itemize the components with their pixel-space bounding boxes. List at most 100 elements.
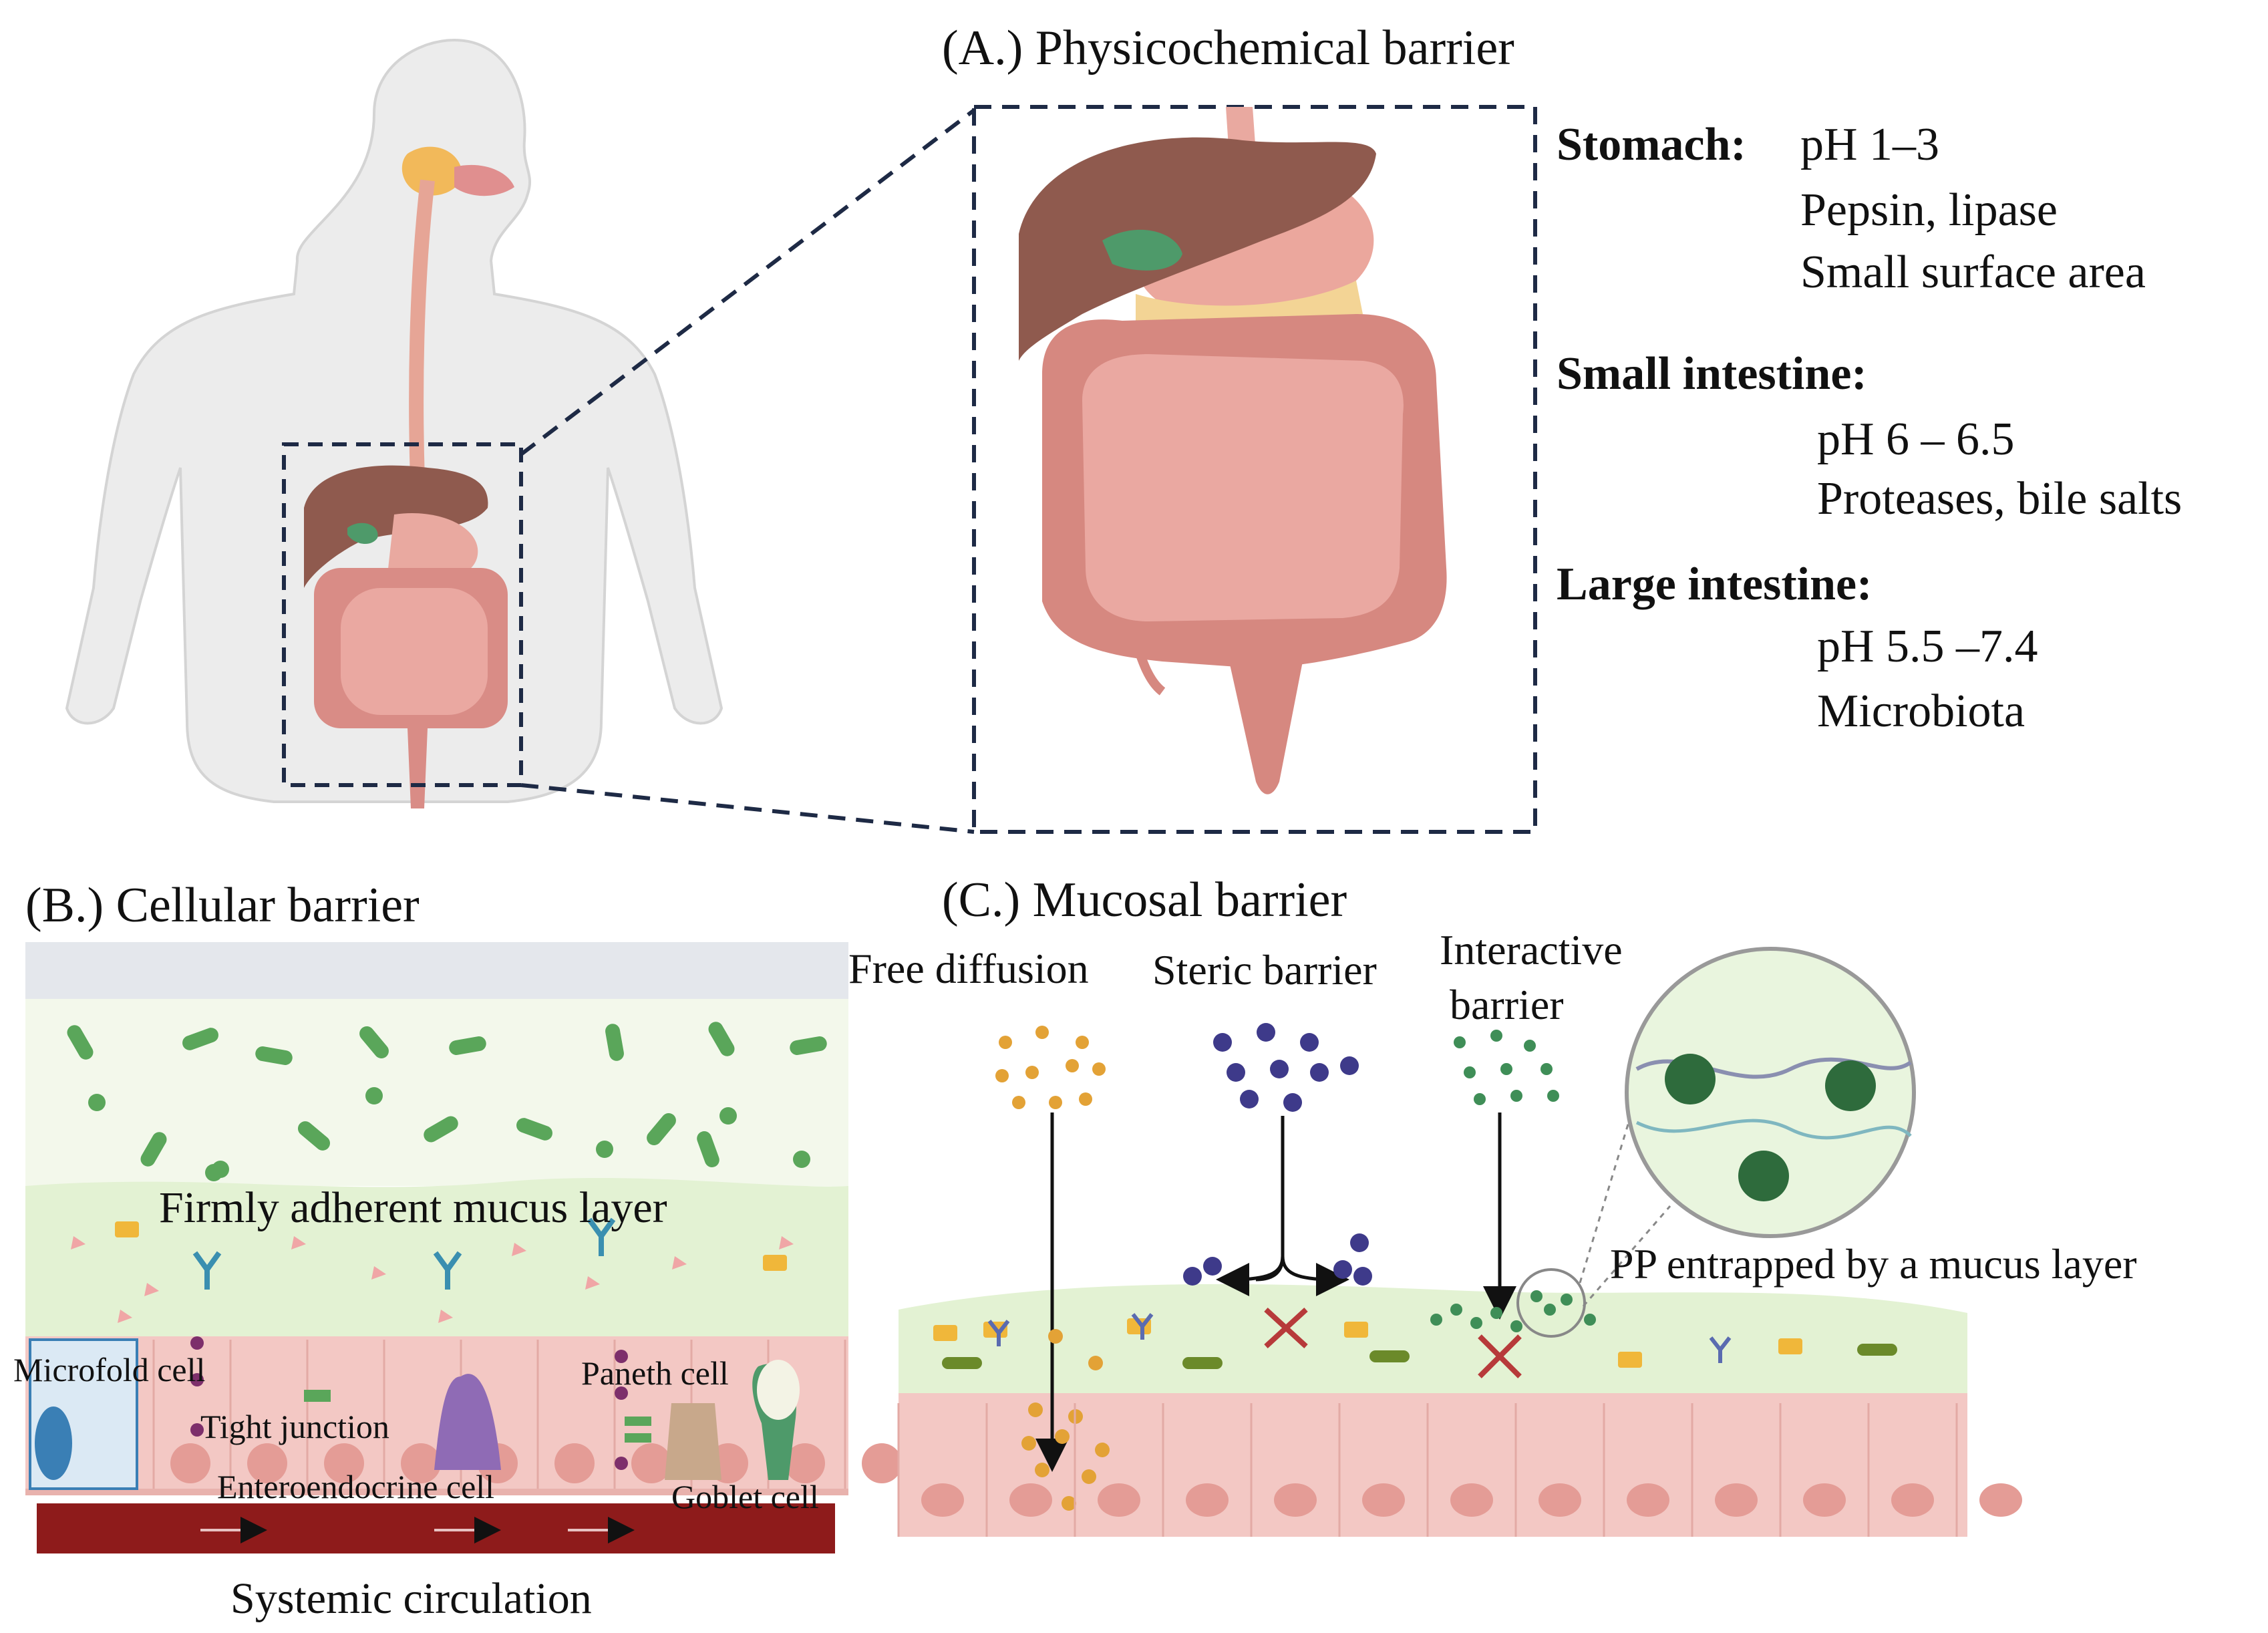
interactive-particle [1547,1090,1559,1102]
small-stomach [387,513,478,581]
bacterium-rod [697,1131,719,1167]
interactive-particle [1541,1063,1553,1075]
free-particle [1025,1066,1039,1079]
bacterium-rod [449,1036,486,1055]
stomach-line-3: Small surface area [1800,247,2146,298]
cell-nucleus-c [1715,1483,1758,1517]
free-particle [995,1069,1009,1082]
bacterium-rod [297,1121,331,1151]
small-small-intestine [341,588,488,715]
bacterium-rod [424,1116,458,1143]
bacterium-rod [790,1036,827,1055]
human-body-illustration [65,38,723,803]
bacterium-rod [605,1024,624,1061]
interactive-particle [1464,1066,1476,1078]
tight-junction-label: Tight junction [200,1408,389,1445]
cell-nucleus-c [1450,1483,1493,1517]
antimicrobial-peptide [672,1256,687,1270]
antimicrobial-peptide [291,1236,306,1249]
iga-molecule-c [933,1325,957,1341]
trapped-particle [1584,1314,1596,1326]
interactive-particle [1474,1093,1486,1105]
free-particle [1092,1062,1106,1076]
small-intestine-line-2: Proteases, bile salts [1817,473,2182,525]
steric-particle [1270,1060,1289,1078]
antimicrobial-peptide [585,1276,600,1290]
goblet-mucin-granules [757,1360,800,1420]
bacterium-coccus [719,1107,737,1125]
bacterium-rod [140,1132,167,1167]
cell-nucleus-c [1186,1483,1229,1517]
zoom-box-large [972,105,1537,834]
deflected-particle [1203,1257,1222,1276]
deflected-particle [1183,1267,1202,1286]
antimicrobial-peptide [371,1266,386,1280]
antibody-c [1709,1336,1732,1363]
bacterium-coccus [793,1151,810,1168]
large-intestine-heading: Large intestine: [1557,559,1873,610]
esophagus [409,179,435,482]
steric-particle [1257,1023,1275,1042]
mucin-strand-2 [1635,1119,1912,1140]
bacterium-rod [67,1025,94,1060]
free-particle [1066,1059,1079,1072]
panel-b-title: (B.) Cellular barrier [25,878,420,933]
cell-nucleus [631,1443,671,1483]
microfold-cell-label: Microfold cell [13,1351,206,1388]
bacterium-rod [255,1046,293,1065]
junction-dot [190,1423,204,1437]
goblet-cell-label: Goblet cell [671,1478,819,1515]
free-particle [999,1036,1012,1049]
paneth-cell-label: Paneth cell [581,1354,729,1392]
trapped-particle [1470,1317,1482,1329]
bacterium-rod [182,1028,218,1050]
steric-particle [1240,1090,1259,1108]
free-particle [1012,1096,1025,1109]
tight-junction-marker [304,1390,331,1402]
steric-particle [1213,1033,1232,1052]
free-particle [1076,1036,1089,1049]
interactive-particle [1500,1063,1512,1075]
tight-junction-marker [625,1417,651,1426]
junction-dot [615,1350,628,1363]
diffused-particle [1021,1436,1036,1451]
junction-dot [190,1336,204,1350]
junction-dot [615,1457,628,1470]
bacterium-c [1369,1350,1410,1362]
cell-nucleus [862,1443,902,1483]
antimicrobial-peptide [144,1283,159,1296]
zoom-connector-bottom [520,783,975,834]
cell-nucleus-c [1098,1483,1140,1517]
steric-particle [1283,1093,1302,1112]
large-intestine-line-1: pH 5.5 –7.4 [1817,621,2038,672]
free-diffusion-label: Free diffusion [848,945,1089,992]
bacterium-c [942,1357,982,1369]
iga-molecule-c [1344,1322,1368,1338]
diffused-particle [1035,1463,1049,1477]
epithelium-layer-c [899,1393,1967,1537]
cell-nucleus-c [1627,1483,1669,1517]
magnify-line-1 [1579,1095,1638,1284]
free-particle [1035,1026,1049,1039]
trapped-particle [1450,1304,1462,1316]
bacterium-rod [359,1026,389,1059]
interactive-particle [1454,1036,1466,1048]
diffused-particle [1062,1496,1076,1511]
basement-membrane [25,1489,848,1495]
large-gallbladder [1102,229,1182,271]
antibody [587,1217,616,1256]
cell-nucleus-c [1979,1483,2022,1517]
antibody-c [987,1320,1010,1346]
deflected-particle [1350,1233,1369,1252]
antibody-c [1131,1313,1154,1340]
small-intestine-line-1: pH 6 – 6.5 [1817,414,2015,465]
cell-nucleus-c [921,1483,964,1517]
panel-a-title: (A.) Physicochemical barrier [942,21,1514,76]
interactive-barrier-label-2: barrier [1450,981,1564,1028]
entrapped-label: PP entrapped by a mucus layer [1610,1240,2137,1288]
small-intestine-heading: Small intestine: [1557,348,1867,400]
trapped-particle [1430,1314,1442,1326]
antibody [192,1251,222,1290]
large-intestine-line-2: Microbiota [1817,686,2026,737]
large-liver [1019,137,1376,361]
